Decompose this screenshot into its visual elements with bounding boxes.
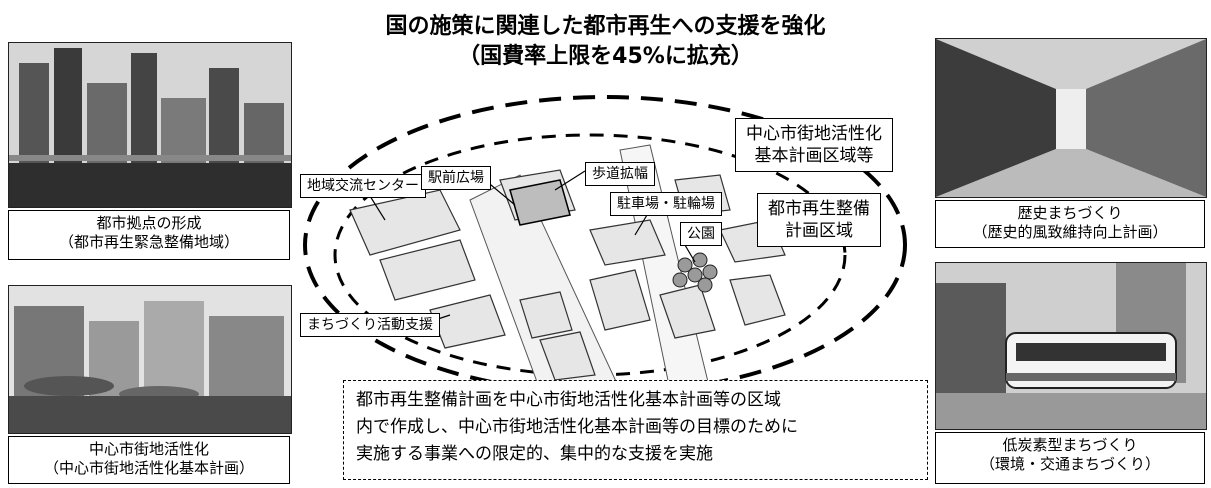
caption-urban-core-line2: （都市再生緊急整備地域） [58,233,239,251]
caption-historic-line1: 歴史まちづくり [1017,204,1123,222]
inner-area-label-line1: 都市再生整備 [768,199,870,219]
policy-note-line1: 都市再生整備計画を中心市街地活性化基本計画等の区域 [356,390,781,410]
policy-note-line2: 内で作成し、中心市街地活性化基本計画等の目標のために [356,417,798,437]
outer-area-label: 中心市街地活性化 基本計画区域等 [735,118,893,172]
photo-downtown-revitalization [8,285,292,434]
page-title: 国の施策に関連した都市再生への支援を強化 [385,14,826,39]
caption-downtown-revitalization: 中心市街地活性化 （中心市街地活性化基本計画） [8,436,290,484]
caption-low-carbon-line1: 低炭素型まちづくり [1002,436,1138,454]
policy-note: 都市再生整備計画を中心市街地活性化基本計画等の区域 内で作成し、中心市街地活性化… [343,380,928,480]
park-trees [672,252,718,293]
caption-downtown-line1: 中心市街地活性化 [88,440,209,458]
caption-urban-core-line1: 都市拠点の形成 [96,214,202,232]
photo-urban-core [8,42,292,208]
caption-downtown-line2: （中心市街地活性化基本計画） [43,459,254,477]
central-map-illustration [303,95,907,395]
caption-low-carbon-line2: （環境・交通まちづくり） [979,455,1160,473]
callout-park: 公園 [680,222,722,246]
inner-area-label-line2: 計画区域 [785,221,853,241]
page-subtitle: （国費率上限を45%に拡充） [458,44,753,69]
buildings [349,169,786,381]
outer-area-label-line1: 中心市街地活性化 [746,124,882,144]
photo-historic-street [935,38,1207,198]
callout-community-center: 地域交流センター [300,174,426,198]
station-building [509,179,571,226]
outer-area-label-line2: 基本計画区域等 [754,146,874,166]
callout-station-plaza: 駅前広場 [421,166,491,190]
caption-historic-line2: （歴史的風致維持向上計画） [972,223,1168,241]
callout-activity-support: まちづくり活動支援 [300,313,440,337]
caption-urban-core: 都市拠点の形成 （都市再生緊急整備地域） [8,210,290,260]
caption-historic: 歴史まちづくり （歴史的風致維持向上計画） [935,200,1205,248]
photo-low-carbon-tram [935,262,1207,430]
callout-sidewalk-widening: 歩道拡幅 [585,162,655,186]
inner-area-boundary [333,133,847,377]
policy-note-line3: 実施する事業への限定的、集中的な支援を実施 [356,444,713,464]
caption-low-carbon: 低炭素型まちづくり （環境・交通まちづくり） [935,432,1205,484]
inner-area-label: 都市再生整備 計画区域 [757,193,881,247]
callout-parking: 駐車場・駐輪場 [610,192,722,216]
